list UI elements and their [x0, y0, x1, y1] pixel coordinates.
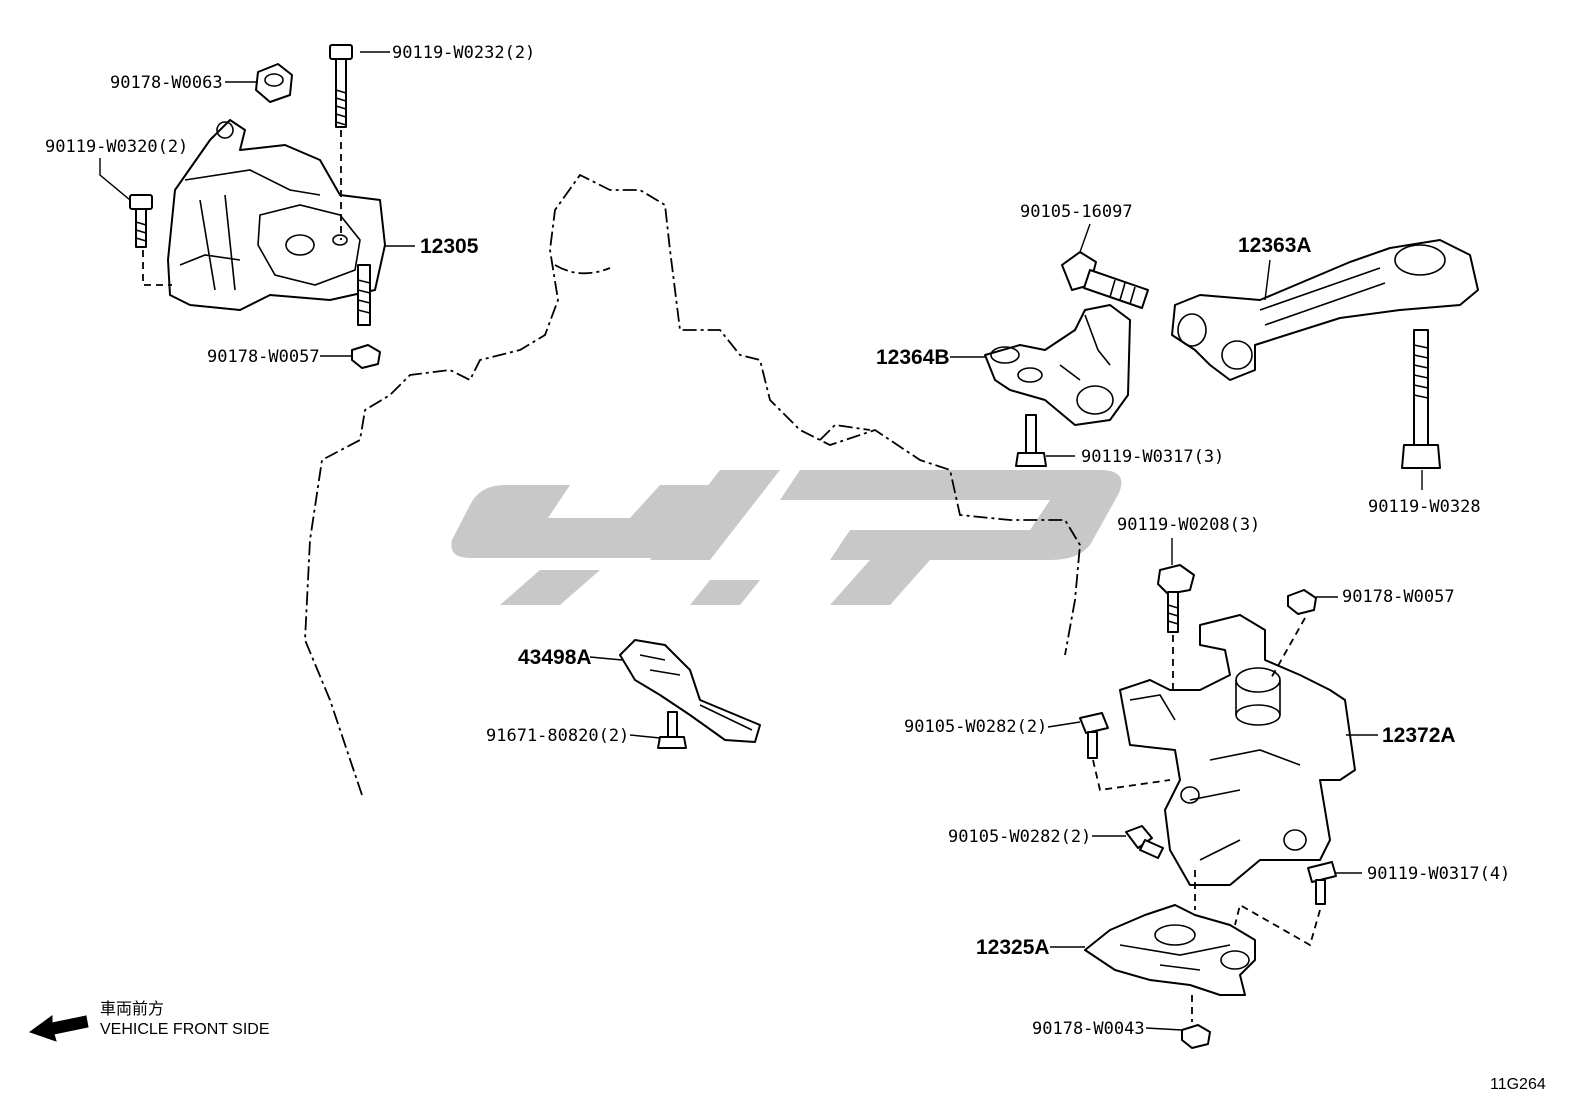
label-91671-80820: 91671-80820(2) — [486, 726, 629, 746]
label-90119-w0317-4: 90119-W0317(4) — [1367, 864, 1510, 884]
label-12372a: 12372A — [1382, 724, 1456, 747]
label-90119-w0320: 90119-W0320(2) — [45, 137, 188, 157]
label-90119-w0328: 90119-W0328 — [1368, 497, 1481, 517]
label-90119-w0232: 90119-W0232(2) — [392, 43, 535, 63]
bolt-90119-w0208-icon — [1157, 564, 1195, 633]
label-90178-w0057-b: 90178-W0057 — [1342, 587, 1455, 607]
bracket-12364b — [984, 304, 1131, 426]
label-90105-w0282-a: 90105-W0282(2) — [904, 717, 1047, 737]
label-90178-w0057: 90178-W0057 — [207, 347, 320, 367]
label-90105-16097: 90105-16097 — [1020, 202, 1133, 222]
label-43498a: 43498A — [518, 646, 592, 669]
direction-label-en: VEHICLE FRONT SIDE — [100, 1021, 270, 1038]
bracket-43498a — [619, 639, 761, 743]
bolt-90105-16097-icon — [1061, 251, 1149, 309]
label-90178-w0063: 90178-W0063 — [110, 73, 223, 93]
bolt-90119-w0317-b-icon — [1307, 861, 1337, 905]
nut-90178-w0057-icon — [351, 344, 381, 369]
bolt-90105-w0282-b-icon — [1125, 825, 1164, 859]
direction-label-jp: 車両前方 — [100, 1000, 164, 1018]
nut-90178-w0057-b-icon — [1287, 589, 1317, 615]
label-90119-w0317-3: 90119-W0317(3) — [1081, 447, 1224, 467]
bolt-90119-w0320-icon — [129, 194, 153, 248]
label-12305: 12305 — [420, 235, 479, 258]
label-12325a: 12325A — [976, 936, 1050, 959]
bolt-90105-w0282-icon — [1079, 712, 1109, 759]
leader-lines — [99, 51, 1423, 1031]
nut-90178-w0043-icon — [1181, 1024, 1211, 1049]
logo-watermark — [451, 470, 1122, 605]
label-12363a: 12363A — [1238, 234, 1312, 257]
engine-mount-12372a — [1119, 614, 1356, 886]
label-90105-w0282-b: 90105-W0282(2) — [948, 827, 1091, 847]
arrow-left-icon — [28, 1015, 89, 1042]
bolt-90119-w0328-icon — [1401, 329, 1441, 469]
nut-90178-w0063-icon — [255, 63, 293, 103]
stud-12305-icon — [357, 264, 371, 326]
label-90119-w0208: 90119-W0208(3) — [1117, 515, 1260, 535]
label-12364b: 12364B — [876, 346, 950, 369]
engine-outline — [304, 173, 1081, 796]
bolt-91671-80820-icon — [657, 711, 687, 749]
vehicle-front-indicator: 車両前方 VEHICLE FRONT SIDE — [28, 1000, 270, 1042]
bolt-90119-w0232-icon — [329, 44, 353, 128]
bolt-90119-w0317-icon — [1015, 414, 1047, 467]
engine-mount-12305 — [167, 119, 386, 311]
figure-code: 11G264 — [1490, 1076, 1546, 1093]
bracket-12325a — [1084, 904, 1256, 996]
label-90178-w0043: 90178-W0043 — [1032, 1019, 1145, 1039]
torque-rod-12363a — [1171, 239, 1479, 381]
